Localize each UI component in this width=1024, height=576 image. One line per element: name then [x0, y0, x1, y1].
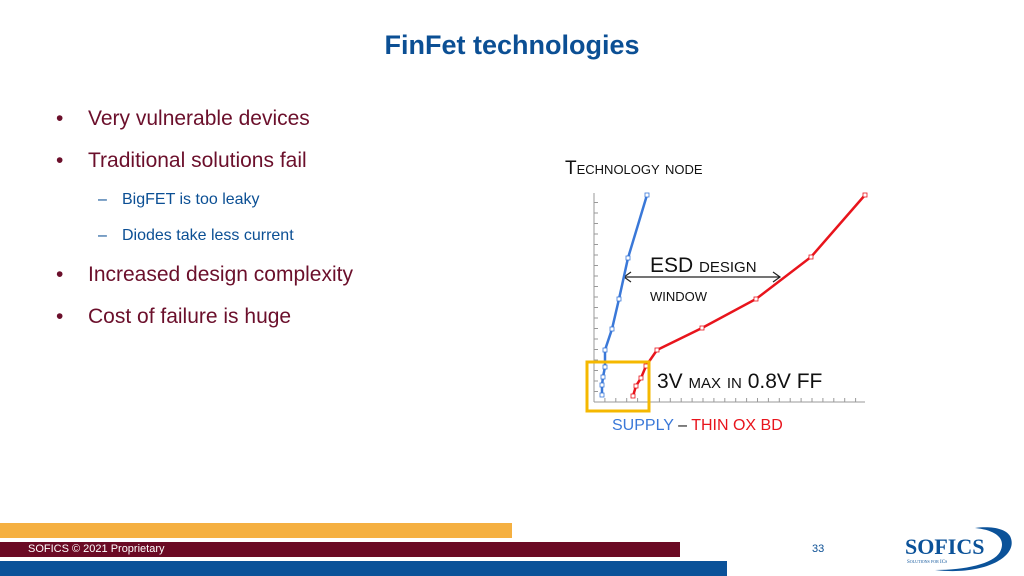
thin-ox-curve-point [633, 383, 639, 389]
bullet-text: Traditional solutions fail [88, 149, 307, 172]
highlight-label: 3V max in 0.8V FF [657, 370, 823, 393]
logo-text: SOFICS [905, 534, 985, 559]
supply-curve-point [625, 255, 631, 261]
bullet-text: Diodes take less current [122, 227, 294, 244]
bullet-item: • Increased design complexity [56, 254, 353, 296]
thin-ox-curve-point [753, 296, 759, 302]
bullet-dot: • [56, 305, 64, 328]
footer-copyright: SOFICS © 2021 Proprietary [28, 543, 165, 555]
thin-ox-curve-point [630, 393, 636, 399]
bullet-item: • Very vulnerable devices [56, 98, 353, 140]
thin-ox-curve-point [862, 192, 868, 198]
thin-ox-curve-point [643, 363, 649, 369]
bullet-dot: • [56, 107, 64, 130]
arrow-head-right [772, 271, 782, 283]
supply-curve-point [602, 364, 608, 370]
footer-bar-blue [0, 561, 727, 576]
bullet-dash: – [98, 227, 107, 244]
bullet-dot: • [56, 263, 64, 286]
supply-curve-point [599, 382, 605, 388]
logo-tagline: Solutions for ICs [907, 560, 948, 565]
footer-bar-orange [0, 523, 512, 538]
bullet-dot: • [56, 149, 64, 172]
thin-ox-curve-point [654, 347, 660, 353]
bullet-list: • Very vulnerable devices • Traditional so… [56, 98, 353, 338]
bullet-text: BigFET is too leaky [122, 191, 260, 208]
legend-thinox: THIN OX BD [691, 417, 783, 434]
sub-bullet-item: –BigFET is too leaky [56, 182, 353, 218]
axes [593, 193, 865, 403]
footer-bar-maroon [0, 542, 680, 557]
thin-ox-curve-point [638, 375, 644, 381]
legend-separator: – [678, 417, 688, 434]
bullet-text: Increased design complexity [88, 263, 353, 286]
thin-ox-curve-point [808, 254, 814, 260]
thin-ox-curve-point [699, 325, 705, 331]
bullet-item: • Traditional solutions fail [56, 140, 353, 182]
sofics-logo: SOFICS Solutions for ICs [895, 526, 1020, 574]
supply-curve-point [602, 347, 608, 353]
legend-supply: SUPPLY [612, 417, 674, 434]
supply-curve-point [599, 392, 605, 398]
bullet-text: Very vulnerable devices [88, 107, 310, 130]
legend: SUPPLY – THIN OX BD [612, 417, 783, 435]
highlight-box [585, 360, 651, 413]
window-label-1: ESD design [650, 254, 757, 277]
bullet-text: Cost of failure is huge [88, 305, 292, 328]
sub-bullet-item: –Diodes take less current [56, 218, 353, 254]
supply-curve-point [616, 296, 622, 302]
slide-title: FinFet technologies [384, 30, 640, 60]
axis-label: Technology node [565, 158, 703, 179]
window-label-2: window [650, 285, 708, 306]
supply-curve-point [609, 326, 615, 332]
supply-curve-point [600, 374, 606, 380]
bullet-dash: – [98, 191, 107, 208]
page-number: 33 [812, 543, 825, 555]
bullet-item: • Cost of failure is huge [56, 296, 353, 338]
supply-curve-point [644, 192, 650, 198]
logo-swoosh-icon [935, 527, 1012, 572]
supply-curve [600, 194, 649, 395]
